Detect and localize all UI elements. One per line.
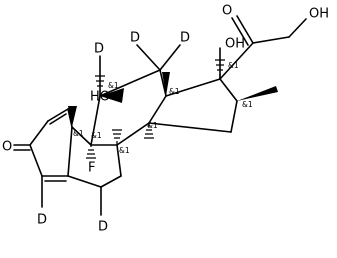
bond-c17-c16 [219, 78, 238, 102]
terminal-hydroxyl-label: OH [309, 7, 329, 22]
stereo-label-c14: &1 [147, 121, 158, 130]
bond-c3-c4 [29, 144, 43, 177]
bond-c9-c11 [90, 95, 101, 146]
c12-deuterium-left-label: D [130, 31, 140, 46]
bond-c20-c21 [252, 36, 290, 44]
oxygen-ketone-label: O [222, 4, 232, 19]
wedge-c10-methyl [68, 106, 77, 127]
hash-c11-d [95, 75, 105, 96]
c4-deuterium-label: D [37, 213, 47, 228]
bond-c2-c3 [29, 120, 49, 146]
bond-c11-c12 [99, 69, 161, 97]
bond-c15-c14 [148, 122, 232, 133]
wedge-c11-ho [100, 88, 124, 103]
stereo-label-c17: &1 [228, 61, 239, 70]
bond-c12-d-right [159, 44, 181, 71]
bond-c20-o-double-b [231, 17, 249, 46]
c17-hydroxyl-label: OH [225, 37, 245, 52]
c11-deuterium-label: D [94, 42, 104, 57]
bond-c13-c17 [165, 78, 221, 97]
c3-oxygen-label: O [2, 140, 12, 155]
stereo-label-c13: &1 [169, 87, 180, 96]
bond-c7-c6 [100, 175, 122, 188]
c12-deuterium-right-label: D [180, 31, 190, 46]
bond-c21-oh [288, 18, 307, 38]
stereo-label-c11: &1 [108, 81, 119, 90]
hash-c8-h [112, 129, 122, 145]
bond-c16-c15 [230, 100, 238, 133]
c11-hydroxyl-label: HO [90, 90, 110, 105]
stereo-label-c10: &1 [73, 129, 84, 138]
c9-fluorine-label: F [88, 161, 95, 176]
bond-c12-d-left [136, 44, 161, 71]
stereo-labels: &1 &1 &1 &1 &1 &1 &1 &1 [73, 61, 253, 155]
bond-c10-c9 [71, 126, 92, 146]
stereo-label-c9: &1 [91, 131, 102, 140]
bond-c8-c7 [116, 144, 122, 177]
stereo-label-c16: &1 [242, 100, 253, 109]
bond-c14-c8 [116, 122, 150, 146]
stereo-label-c8: &1 [119, 146, 130, 155]
bond-c1-c2 [47, 108, 69, 122]
wedge-c13-methyl [162, 72, 170, 96]
hash-c14-h [144, 123, 154, 139]
bond-c6-c5 [67, 175, 102, 188]
bond-c1-c10 [67, 108, 73, 128]
wedge-c16-methyl [237, 86, 278, 101]
bond-c17-c20 [219, 42, 254, 80]
bond-c1-c2-double [49, 113, 67, 125]
bond-c20-o-double-a [236, 15, 254, 44]
bond-c13-c14 [148, 95, 167, 124]
hash-c17-oh [215, 59, 225, 79]
hash-c9-f [86, 145, 96, 159]
bonds [13, 15, 307, 216]
bond-c12-c13 [159, 69, 167, 97]
c6-deuterium-label: D [98, 220, 108, 235]
bond-c5-c10 [67, 126, 73, 177]
atom-labels: O OH OH HO F O D D D D D [2, 4, 329, 235]
